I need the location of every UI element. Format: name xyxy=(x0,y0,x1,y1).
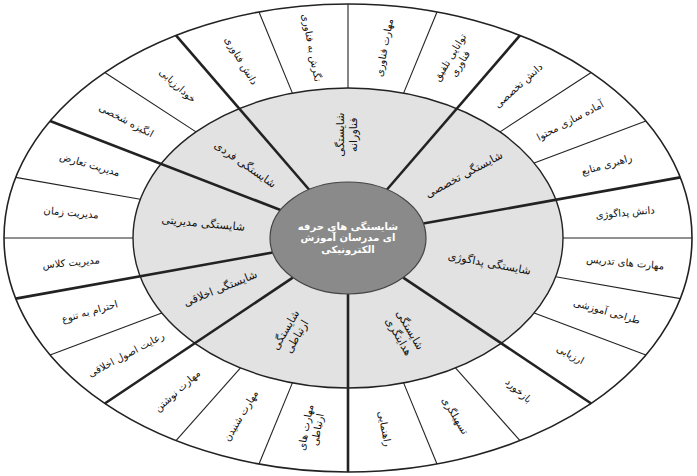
center-disc xyxy=(270,182,426,294)
segment-divider xyxy=(556,277,681,299)
segment-divider xyxy=(4,237,133,238)
center-ellipse: شایستگی های حرفه ای مدرسان آموزش الکترون… xyxy=(292,221,404,256)
segment-divider xyxy=(563,237,692,238)
segment-divider xyxy=(259,383,292,464)
segment-divider xyxy=(404,383,437,464)
segment-divider xyxy=(347,4,348,88)
spokes xyxy=(4,4,692,472)
node-label: شایستگی فناورانه xyxy=(335,97,360,173)
segment-divider xyxy=(16,177,141,199)
segment-divider xyxy=(259,12,292,93)
competency-sector: شایستگی فناورانه xyxy=(335,97,360,173)
outer-ring xyxy=(4,4,692,472)
sector-divider xyxy=(403,278,591,404)
node-label: شایستگی های حرفه ای مدرسان آموزش الکترون… xyxy=(292,221,404,256)
sector-divider xyxy=(347,294,350,472)
